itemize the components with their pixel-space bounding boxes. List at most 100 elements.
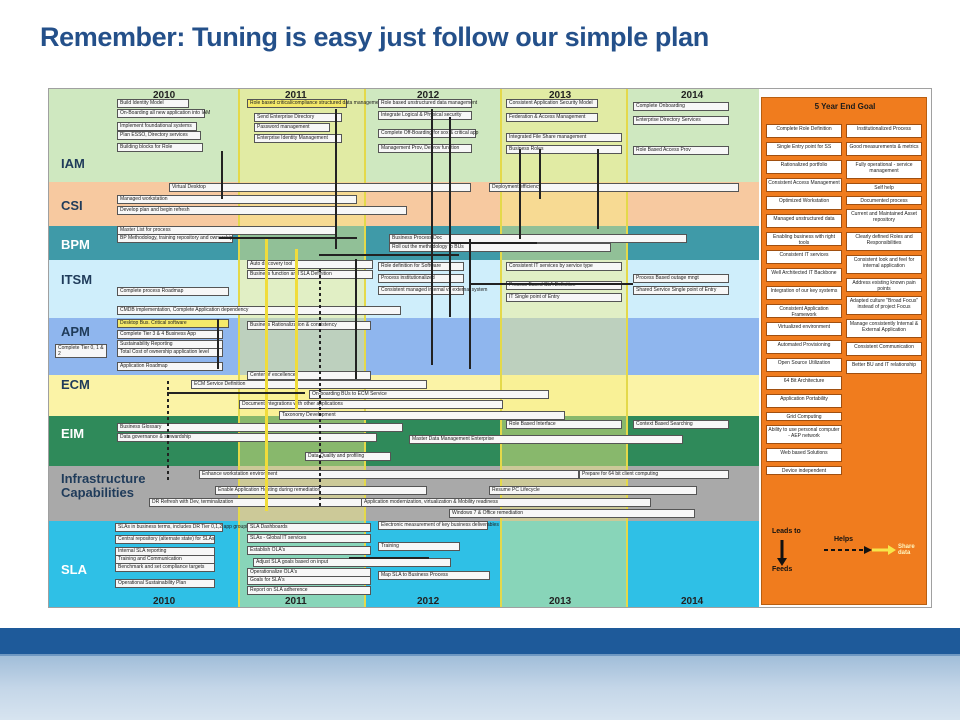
goal-item: Enabling business with right tools xyxy=(766,232,842,246)
roadmap-task-bar: ECM Service Definition xyxy=(191,380,427,389)
band-label-ecm: ECM xyxy=(61,377,90,392)
roadmap-task-bar: SLA Dashboards xyxy=(247,523,371,532)
connector-arrow xyxy=(469,239,471,369)
goal-item: Self help xyxy=(846,183,922,192)
band-label-itsm: ITSM xyxy=(61,272,93,287)
roadmap-task-bar: Role based unstructured data management xyxy=(378,99,477,108)
goal-item: Manage consistently Internal & External … xyxy=(846,319,922,338)
goal-item: Complete Role Definition xyxy=(766,124,842,138)
roadmap-task-bar: SLAs - Global IT services xyxy=(247,534,371,543)
connector-arrow xyxy=(217,319,219,369)
roadmap-task-bar: On-boarding BUs to ECM Service xyxy=(309,390,549,399)
highlight-column-2013 xyxy=(500,89,628,607)
arrow-legend: Leads to Feeds Helps Share data xyxy=(768,522,924,578)
goal-item: Clearly defined Roles and Responsibiliti… xyxy=(846,232,922,251)
goal-item: Virtualized environment xyxy=(766,322,842,336)
roadmap-task-bar: Complete Tier 3 & 4 Business App xyxy=(117,330,223,339)
roadmap-task-bar: Business Process Doc xyxy=(389,234,687,243)
roadmap-task-bar: Establish OLA's xyxy=(247,546,371,555)
roadmap-task-bar: IT Single point of Entry xyxy=(506,293,622,302)
roadmap-task-bar: Total Cost of ownership application leve… xyxy=(117,348,223,357)
roadmap-task-bar: Role Based Interface xyxy=(506,420,622,429)
roadmap-task-bar: Complete Off-Boarding for sox & critical… xyxy=(378,129,478,138)
goal-item: Ability to use personal computer - AEP n… xyxy=(766,425,842,444)
roadmap-task-bar: Consistent IT services by service type xyxy=(506,262,622,271)
roadmap-task-bar: Context Based Searching xyxy=(633,420,729,429)
band-label-bpm: BPM xyxy=(61,237,90,252)
connector-arrow xyxy=(319,269,321,509)
roadmap-task-bar: Auto discovery tool xyxy=(247,260,373,269)
goal-item: Rationalized portfolio xyxy=(766,160,842,174)
band-label-infrastructure: Infrastructure Capabilities xyxy=(61,471,146,500)
year-bottom-2012: 2012 xyxy=(417,596,440,607)
band-label-apm: APM xyxy=(61,324,90,339)
goal-item: Current and Maintained Asset repository xyxy=(846,209,922,228)
roadmap-task-bar: Build Identity Model xyxy=(117,99,189,108)
connector-arrow xyxy=(221,151,223,199)
connector-arrow xyxy=(449,242,537,244)
roadmap-task-bar: BP Methodology, training repository and … xyxy=(117,234,233,243)
five-year-goal-panel: 5 Year End Goal Complete Role Definition… xyxy=(761,97,927,605)
year-bottom-2011: 2011 xyxy=(285,596,307,607)
goal-item: Adapted culture "Broad Focus" instead of… xyxy=(846,296,922,315)
roadmap-task-bar: Master Data Management Enterprise xyxy=(409,435,683,444)
roadmap-task-bar: Windows 7 & Office remediation xyxy=(449,509,695,518)
legend-feeds: Feeds xyxy=(772,566,793,573)
roadmap-task-bar: Enable Application Hosting during remedi… xyxy=(215,486,427,495)
roadmap-task-bar: Roll out the methodology to BUs xyxy=(389,243,611,252)
legend-leads-to: Leads to xyxy=(772,528,801,535)
connector-arrow xyxy=(167,392,305,394)
goal-item: Consistent Communication xyxy=(846,342,922,356)
roadmap-task-bar: Virtual Desktop xyxy=(169,183,471,192)
roadmap-task-bar: Business function and SLA Definition xyxy=(247,270,373,279)
band-label-csi: CSI xyxy=(61,198,83,213)
goal-item: Consistent IT services xyxy=(766,250,842,264)
roadmap-task-bar: Center of excellence xyxy=(247,371,371,380)
connector-arrow xyxy=(355,259,357,379)
goal-item: Managed unstructured data xyxy=(766,214,842,228)
band-label-sla: SLA xyxy=(61,562,87,577)
year-bottom-2014: 2014 xyxy=(681,596,704,607)
goal-item: Web based Solutions xyxy=(766,448,842,462)
legend-share-data: Share data xyxy=(898,544,915,556)
roadmap-task-bar: Implement foundational systems xyxy=(117,122,197,131)
roadmap-task-bar: Shared Service Single point of Entry xyxy=(633,286,729,295)
roadmap-task-bar: Consistent managed internal vs external … xyxy=(378,286,487,295)
year-bottom-2010: 2010 xyxy=(153,596,176,607)
band-label-iam: IAM xyxy=(61,156,85,171)
roadmap-task-bar: Password management xyxy=(254,123,330,132)
roadmap-task-bar: Training xyxy=(378,542,460,551)
goal-item: Better BU and IT relationship xyxy=(846,360,922,374)
roadmap-task-bar: Resume PC Lifecycle xyxy=(489,486,697,495)
roadmap-task-bar: Report on SLA adherence xyxy=(247,586,371,595)
goal-item: Grid Computing xyxy=(766,412,842,421)
roadmap-task-bar: Electronic measurement of key business d… xyxy=(378,521,499,530)
connector-arrow xyxy=(295,249,298,409)
highlight-column-2011 xyxy=(238,89,366,607)
connector-arrow xyxy=(219,237,357,239)
roadmap-task-bar: Enhance workstation environment xyxy=(199,470,579,479)
connector-arrow xyxy=(539,149,541,199)
roadmap-task-bar: Enterprise Identity Management xyxy=(254,134,342,143)
goal-item: Device independent xyxy=(766,466,842,475)
roadmap-task-bar: CMDB implementation, Complete Applicatio… xyxy=(117,306,401,315)
year-bottom-2013: 2013 xyxy=(549,596,572,607)
roadmap-task-bar: Complete process Roadmap xyxy=(117,287,229,296)
goal-item: Open Source Utilization xyxy=(766,358,842,372)
roadmap-task-bar: Prepare for 64 bit client computing xyxy=(579,470,729,479)
goal-item: Fully operational - service management xyxy=(846,160,922,179)
roadmap-task-bar: Benchmark and set compliance targets xyxy=(115,563,215,572)
roadmap-task-bar: Map SLA to Business Process xyxy=(378,571,490,580)
connector-arrow xyxy=(319,254,459,256)
roadmap-task-bar: Document integrations with other applica… xyxy=(239,400,503,409)
roadmap-task-bar: Management Prov, Deprov function xyxy=(378,144,472,153)
roadmap-task-bar: Operational Sustainability Plan xyxy=(115,579,215,588)
roadmap-task-bar: Deployment efficiency xyxy=(489,183,739,192)
goal-item: Documented process xyxy=(846,196,922,205)
footer-divider xyxy=(0,654,960,656)
roadmap-diagram: IAM CSI BPM ITSM APM ECM EIM Infrastruct… xyxy=(48,88,932,608)
year-top-2013: 2013 xyxy=(549,90,572,101)
connector-arrow xyxy=(349,557,429,559)
goal-item: Address existing known pain points xyxy=(846,278,922,292)
goal-item: 64 Bit Architecture xyxy=(766,376,842,390)
